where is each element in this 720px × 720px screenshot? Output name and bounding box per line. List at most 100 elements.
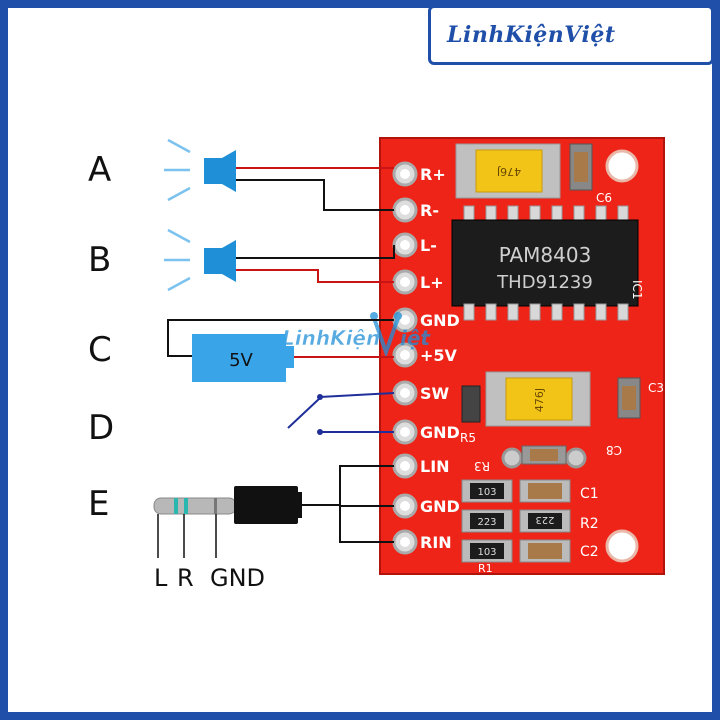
mount-hole bbox=[605, 529, 639, 563]
cap-code: 476J bbox=[533, 388, 546, 412]
chip-pin bbox=[573, 303, 585, 321]
pin-labels: R+ R- L- L+ GND +5V SW GND LIN GND RIN bbox=[420, 165, 460, 552]
row-label-c: C bbox=[88, 330, 112, 370]
pin-label-lin: LIN bbox=[420, 457, 450, 476]
label-c2: C2 bbox=[580, 544, 599, 560]
chip-pin bbox=[595, 303, 607, 321]
component-c6: C6 bbox=[569, 143, 612, 205]
resistor-body bbox=[528, 513, 562, 529]
chip-body bbox=[451, 219, 639, 307]
chip-pin bbox=[551, 303, 563, 321]
speaker-magnet bbox=[204, 248, 222, 274]
wire-sw bbox=[319, 392, 395, 398]
resistor-body bbox=[470, 513, 504, 529]
via bbox=[565, 447, 587, 469]
mount-hole bbox=[605, 149, 639, 183]
chip-pin bbox=[485, 303, 497, 321]
jack-ring-gnd bbox=[214, 498, 217, 514]
component-r5: R5 bbox=[460, 385, 481, 445]
switch-d bbox=[287, 392, 395, 435]
audio-jack bbox=[153, 486, 302, 558]
pam8403-chip: PAM8403 THD91239 IC1 bbox=[451, 205, 644, 321]
pin-label-l-plus: L+ bbox=[420, 273, 444, 292]
label-r2: R2 bbox=[580, 516, 599, 532]
r5-body bbox=[461, 385, 481, 423]
chip-pin bbox=[529, 303, 541, 321]
component-c3: C3 bbox=[617, 377, 664, 419]
speaker-b bbox=[164, 228, 236, 292]
watermark-logo: LinhKiện iệt bbox=[282, 312, 431, 359]
label-c1: C1 bbox=[580, 486, 599, 502]
speaker-magnet bbox=[204, 158, 222, 184]
sound-wave bbox=[167, 186, 191, 202]
c6-core bbox=[574, 152, 588, 182]
wire-l-minus bbox=[236, 245, 395, 259]
chip-pin bbox=[463, 303, 475, 321]
jack-plug-tip bbox=[153, 497, 237, 515]
jack-ring-l bbox=[174, 498, 178, 514]
resistor-code: 223 bbox=[477, 517, 496, 528]
wire-lin-rin bbox=[339, 465, 394, 543]
pin-hole-center bbox=[400, 350, 410, 360]
cap-body bbox=[528, 543, 562, 559]
jack-ring-r bbox=[184, 498, 188, 514]
row-label-e: E bbox=[88, 484, 110, 524]
pin-label-sw: SW bbox=[420, 384, 450, 403]
cap-body bbox=[505, 377, 573, 421]
row-label-d: D bbox=[88, 408, 115, 448]
battery-body bbox=[192, 334, 286, 382]
pin-hole-center bbox=[400, 461, 410, 471]
label-c8: C8 bbox=[606, 443, 622, 457]
chip-pins-bottom bbox=[463, 303, 629, 321]
battery-terminal bbox=[286, 346, 294, 368]
resistor-body bbox=[470, 543, 504, 559]
pin-label-gnd-power: GND bbox=[420, 311, 460, 330]
jack-collar bbox=[296, 492, 302, 518]
watermark-text-tail: iệt bbox=[400, 326, 431, 350]
capacitor-top: 476J bbox=[455, 143, 561, 199]
label-r1: R1 bbox=[478, 562, 493, 575]
cap-body bbox=[475, 149, 543, 193]
resistor-body bbox=[470, 483, 504, 499]
label-r5: R5 bbox=[460, 431, 476, 445]
pin-label-5v: +5V bbox=[420, 346, 458, 365]
jack-label-r: R bbox=[177, 564, 194, 592]
jack-body bbox=[234, 486, 298, 524]
speaker-cone bbox=[222, 150, 236, 192]
pin-hole-center bbox=[400, 537, 410, 547]
pin-label-r-minus: R- bbox=[420, 201, 439, 220]
label-ic1: IC1 bbox=[630, 280, 644, 300]
cap-code: 476J bbox=[497, 165, 521, 178]
battery-5v: 5V bbox=[192, 334, 294, 382]
pin-label-r-plus: R+ bbox=[420, 165, 446, 184]
label-r3: R3 bbox=[474, 459, 490, 473]
pin-hole-center bbox=[400, 501, 410, 511]
label-c3: C3 bbox=[648, 381, 664, 395]
brand-logo-text: LinhKiệnViệt bbox=[447, 22, 616, 48]
pin-hole-center bbox=[400, 427, 410, 437]
wire-r-minus bbox=[236, 179, 394, 211]
pin-hole-center bbox=[400, 205, 410, 215]
wire-l-plus bbox=[236, 269, 394, 283]
capacitor-middle: 476J bbox=[485, 371, 591, 427]
row-label-b: B bbox=[88, 240, 112, 280]
watermark-dot bbox=[394, 312, 402, 320]
chip-code: THD91239 bbox=[496, 272, 593, 293]
jack-label-l: L bbox=[154, 564, 168, 592]
via bbox=[501, 447, 523, 469]
speaker-a bbox=[164, 138, 236, 202]
brand-logo: LinhKiệnViệt bbox=[428, 5, 714, 65]
resistor-array: 103 C1 223 223 R2 103 C2 R1 bbox=[461, 479, 599, 575]
component-c8: C8 R3 bbox=[474, 443, 622, 473]
speaker-cone bbox=[222, 240, 236, 282]
pin-label-rin: RIN bbox=[420, 533, 452, 552]
pin-hole-center bbox=[400, 388, 410, 398]
pin-label-gnd-audio: GND bbox=[420, 497, 460, 516]
watermark-text: LinhKiện bbox=[282, 326, 380, 350]
label-c6: C6 bbox=[596, 191, 612, 205]
pam8403-board: R+ R- L- L+ GND +5V SW GND LIN GND RIN 4… bbox=[379, 137, 665, 575]
wire-gnd-power bbox=[167, 319, 394, 357]
